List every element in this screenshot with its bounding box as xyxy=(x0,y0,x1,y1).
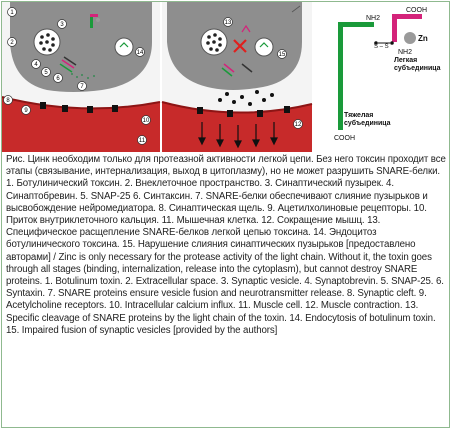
label-7: 7 xyxy=(80,84,84,90)
caption-english: Zinc is only necessary for the protease … xyxy=(6,251,444,336)
caption-prefix: Рис. xyxy=(6,154,26,165)
label-6: 6 xyxy=(56,76,60,82)
heavy-chain-label: Тяжелая субъединица xyxy=(344,112,391,127)
toxin-structure: NH2 COOH S – S NH2 Zn COOH Легкая субъед… xyxy=(314,2,449,152)
label-14: 14 xyxy=(137,50,144,56)
snare-proteins xyxy=(59,56,77,73)
heavy-chain xyxy=(338,22,343,130)
botulinum-mechanism-figure: 1 3 4 5 6 7 8 9 14 10 11 xyxy=(2,2,449,152)
endocytosis-vesicle xyxy=(114,37,134,57)
label-4: 4 xyxy=(34,62,38,68)
label-12: 12 xyxy=(295,122,302,128)
label-3: 3 xyxy=(60,22,64,28)
label-1: 1 xyxy=(10,10,14,16)
ss-bridge: S – S xyxy=(374,44,389,50)
nh2-bottom: NH2 xyxy=(398,49,412,56)
cooh-bottom: COOH xyxy=(334,135,355,142)
cooh-top: COOH xyxy=(406,7,427,14)
label-10: 10 xyxy=(143,118,150,124)
contraction-arrows xyxy=(198,122,278,149)
label-13: 13 xyxy=(225,20,232,26)
left-panel: 1 3 4 5 6 7 8 9 14 10 11 xyxy=(2,2,161,152)
cleavage-mark xyxy=(233,39,247,53)
nerve-terminal-2 xyxy=(167,2,302,90)
zinc-ion xyxy=(404,32,416,44)
light-chain-label: Легкая субъединица xyxy=(394,57,441,72)
toxin-left xyxy=(90,14,100,28)
label-15: 15 xyxy=(279,52,286,58)
acetylcholine-receptors xyxy=(40,102,118,113)
muscle-cell xyxy=(2,97,160,152)
label-8: 8 xyxy=(6,98,10,104)
figure-caption: Рис. Цинк необходим только для протеазно… xyxy=(6,154,446,337)
label-5: 5 xyxy=(44,70,48,76)
label-11: 11 xyxy=(139,138,146,144)
caption-russian: Цинк необходим только для протеазной акт… xyxy=(6,154,446,263)
nh2-top: NH2 xyxy=(366,15,380,22)
caption-separator: / xyxy=(50,251,59,263)
label-2: 2 xyxy=(10,40,14,46)
middle-panel: 12 13 15 xyxy=(161,2,313,152)
zn-label: Zn xyxy=(418,34,428,43)
label-9: 9 xyxy=(24,108,28,114)
light-chain xyxy=(392,14,397,42)
